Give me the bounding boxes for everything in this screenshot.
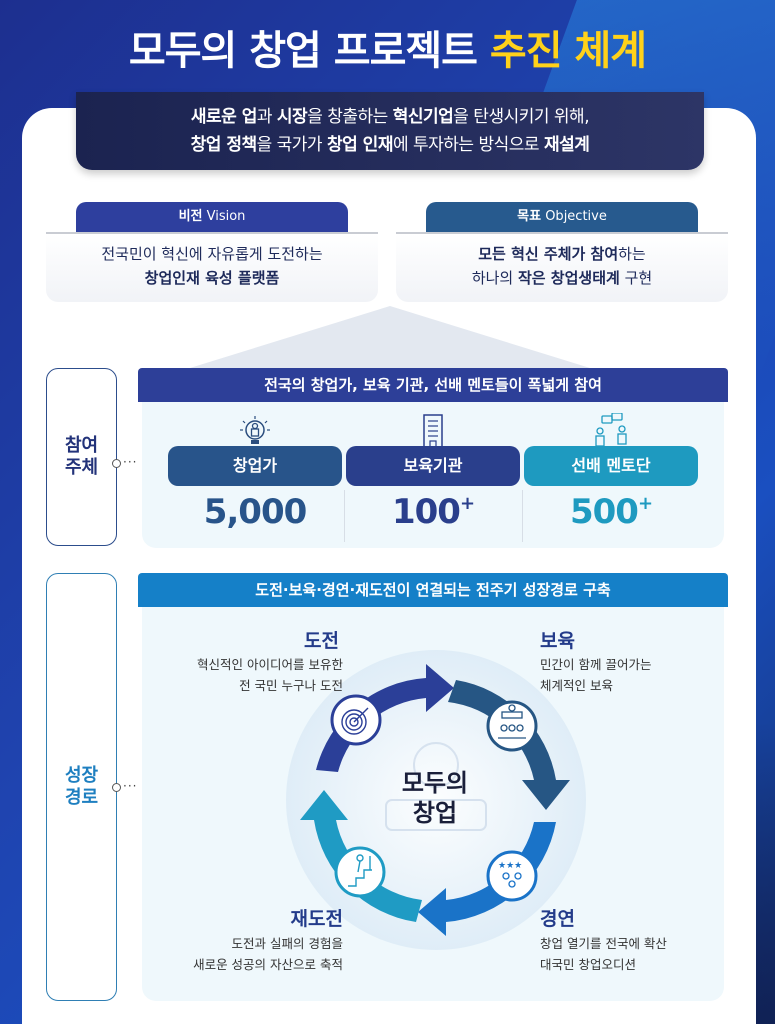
vision-body: 전국민이 혁신에 자유롭게 도전하는 창업인재 육성 플랫폼 [46,234,378,302]
stage-rechallenge-desc: 도전과 실패의 경험을 새로운 성공의 자산으로 축적 [193,933,343,975]
stage-competition-desc: 창업 열기를 전국에 확산 대국민 창업오디션 [540,933,667,975]
count-value: 100 [391,492,461,532]
connector-dot [112,459,121,468]
mission-line-2: 창업 정책을 국가가 창업 인재에 투자하는 방식으로 재설계 [76,131,704,159]
incubators-count: 100+ [346,492,520,532]
stage-desc-line: 창업 열기를 전국에 확산 [540,936,667,951]
objective-line-2b: 작은 창업생태계 [517,269,620,287]
connector-dots: ··· [123,779,138,793]
growth-label-2: 경로 [64,787,99,808]
page-title: 모두의 창업 프로젝트 추진 체계 [0,18,775,76]
connector-dot [112,783,121,792]
mission-segment: 재설계 [543,135,590,155]
stage-incubation-desc: 민간이 함께 끌어가는 체계적인 보육 [540,654,651,696]
stage-desc-line: 혁신적인 아이디어를 보유한 [197,657,343,672]
mission-segment: 창업 정책 [190,135,257,155]
growth-label-1: 성장 [64,765,99,786]
vision-tab: 비전 Vision [76,202,348,232]
mission-segment: 새로운 업 [190,107,257,127]
objective-tab-en: Objective [545,209,607,224]
stage-desc-line: 민간이 함께 끌어가는 [540,657,652,672]
participants-label-2: 주체 [64,457,99,478]
objective-divider [396,232,728,234]
participant-pill-founders: 창업가 [168,446,342,486]
climb-stairs-icon [348,854,372,887]
stage-desc-line: 새로운 성공의 자산으로 축적 [193,957,343,972]
title-main: 모두의 창업 프로젝트 [128,28,478,74]
mentor-chat-icon [595,413,627,447]
svg-text:★★★: ★★★ [498,861,522,871]
vision-line-1: 전국민이 혁신에 자유롭게 도전하는 [101,245,323,263]
mission-segment: 과 [256,107,277,127]
objective-tab-ko: 목표 [517,209,542,224]
center-line-2: 창업 [412,799,458,827]
stage-competition-title: 경연 [540,908,575,930]
stage-challenge-desc: 혁신적인 아이디어를 보유한 전 국민 누구나 도전 [197,654,343,696]
cycle-center-label: 모두의 창업 [380,768,490,828]
stage-challenge-title: 도전 [304,630,339,652]
growth-cycle-diagram: ★★★ [286,650,586,950]
vision-line-2: 창업인재 육성 플랫폼 [144,269,280,287]
stage-desc-line: 체계적인 보육 [540,678,613,693]
mission-banner: 새로운 업과 시장을 창출하는 혁신기업을 탄생시키기 위해, 창업 정책을 국… [76,92,704,170]
stage-desc-line: 전 국민 누구나 도전 [239,678,343,693]
center-line-1: 모두의 [401,769,469,797]
objective-line-1-rest: 하는 [618,245,646,263]
mission-segment: 을 창출하는 [307,107,393,127]
mission-line-1: 새로운 업과 시장을 창출하는 혁신기업을 탄생시키기 위해, [76,103,704,131]
star-audience-icon: ★★★ [498,861,522,888]
mission-segment: 혁신기업 [392,107,454,127]
participants-label-1: 참여 [64,435,99,456]
count-suffix: + [637,493,653,514]
mission-segment: 에 투자하는 방식으로 [392,135,544,155]
lightbulb-person-icon [240,416,270,444]
participant-pill-mentors: 선배 멘토단 [524,446,698,486]
participants-header: 전국의 창업가, 보육 기관, 선배 멘토들이 폭넓게 참여 [138,368,728,402]
title-highlight: 추진 체계 [489,28,647,74]
participant-pill-incubators: 보육기관 [346,446,520,486]
divider [344,490,345,542]
pill-label: 창업가 [232,456,278,475]
stage-incubation-title: 보육 [540,630,575,652]
stage-rechallenge-title: 재도전 [290,908,343,930]
connector-dots: ··· [123,455,138,469]
pyramid-connector [190,306,590,368]
vision-tab-ko: 비전 [178,209,203,224]
mission-segment: 창업 인재 [326,135,393,155]
divider [522,490,523,542]
count-value: 500 [569,492,639,532]
count-suffix: + [459,493,475,514]
count-value: 5,000 [203,492,308,532]
objective-tab: 목표 Objective [426,202,698,232]
mission-segment: 을 탄생시키기 위해, [453,107,590,127]
pill-label: 보육기관 [403,456,463,475]
vision-divider [46,232,378,234]
objective-body: 모든 혁신 주체가 참여하는 하나의 작은 창업생태계 구현 [396,234,728,302]
founders-count: 5,000 [168,492,342,532]
objective-line-1-bold: 모든 혁신 주체가 참여 [478,245,619,263]
stage-desc-line: 대국민 창업오디션 [540,957,636,972]
target-icon [341,707,369,735]
mentors-count: 500+ [524,492,698,532]
objective-line-2c: 구현 [619,269,653,287]
mission-segment: 시장 [276,107,308,127]
objective-line-2a: 하나의 [471,269,518,287]
stage-desc-line: 도전과 실패의 경험을 [231,936,343,951]
mission-segment: 을 국가가 [256,135,327,155]
growth-header: 도전·보육·경연·재도전이 연결되는 전주기 성장경로 구축 [138,573,728,607]
seminar-icon [498,704,526,739]
pill-label: 선배 멘토단 [571,456,651,475]
vision-tab-en: Vision [206,209,246,224]
